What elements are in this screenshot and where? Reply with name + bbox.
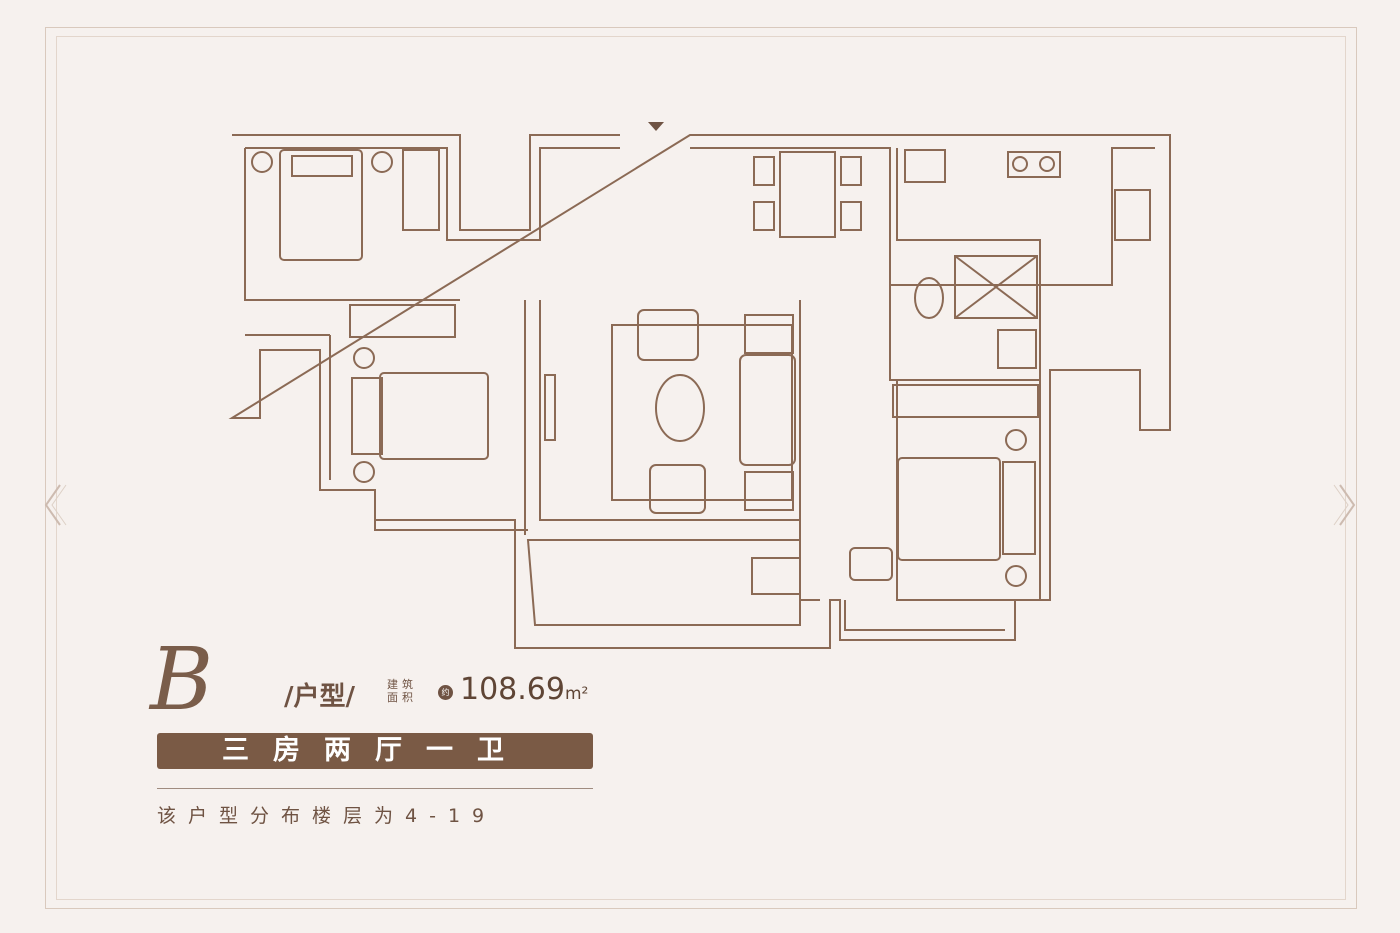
approx-badge: 约 bbox=[438, 685, 453, 700]
layout-banner: 三房两厅一卫 bbox=[157, 733, 593, 769]
kitchen bbox=[904, 149, 1151, 241]
bedroom-2-furniture bbox=[349, 304, 489, 483]
bedroom-1-furniture bbox=[251, 149, 440, 261]
dining-table bbox=[753, 151, 862, 238]
outer-frame bbox=[45, 27, 1357, 909]
area-unit: m² bbox=[564, 684, 589, 704]
living-room-furniture bbox=[544, 309, 796, 514]
floors-text: 该户型分布楼层为4-19 bbox=[157, 805, 497, 827]
area-label: 建筑面积 bbox=[387, 678, 417, 704]
unit-letter: B bbox=[150, 630, 214, 730]
area-value-wrap: 108.69m² bbox=[460, 672, 588, 707]
prev-arrow-icon[interactable] bbox=[38, 480, 68, 530]
area-value: 108.69 bbox=[460, 672, 565, 707]
next-arrow-icon[interactable] bbox=[1332, 480, 1362, 530]
bedroom-3-furniture bbox=[751, 384, 1039, 595]
inner-frame bbox=[56, 36, 1346, 900]
unit-type-label: /户型/ bbox=[284, 682, 355, 712]
walls bbox=[228, 134, 1171, 649]
entrance-marker-icon bbox=[648, 122, 664, 131]
bathroom bbox=[914, 255, 1038, 369]
divider bbox=[157, 788, 593, 789]
